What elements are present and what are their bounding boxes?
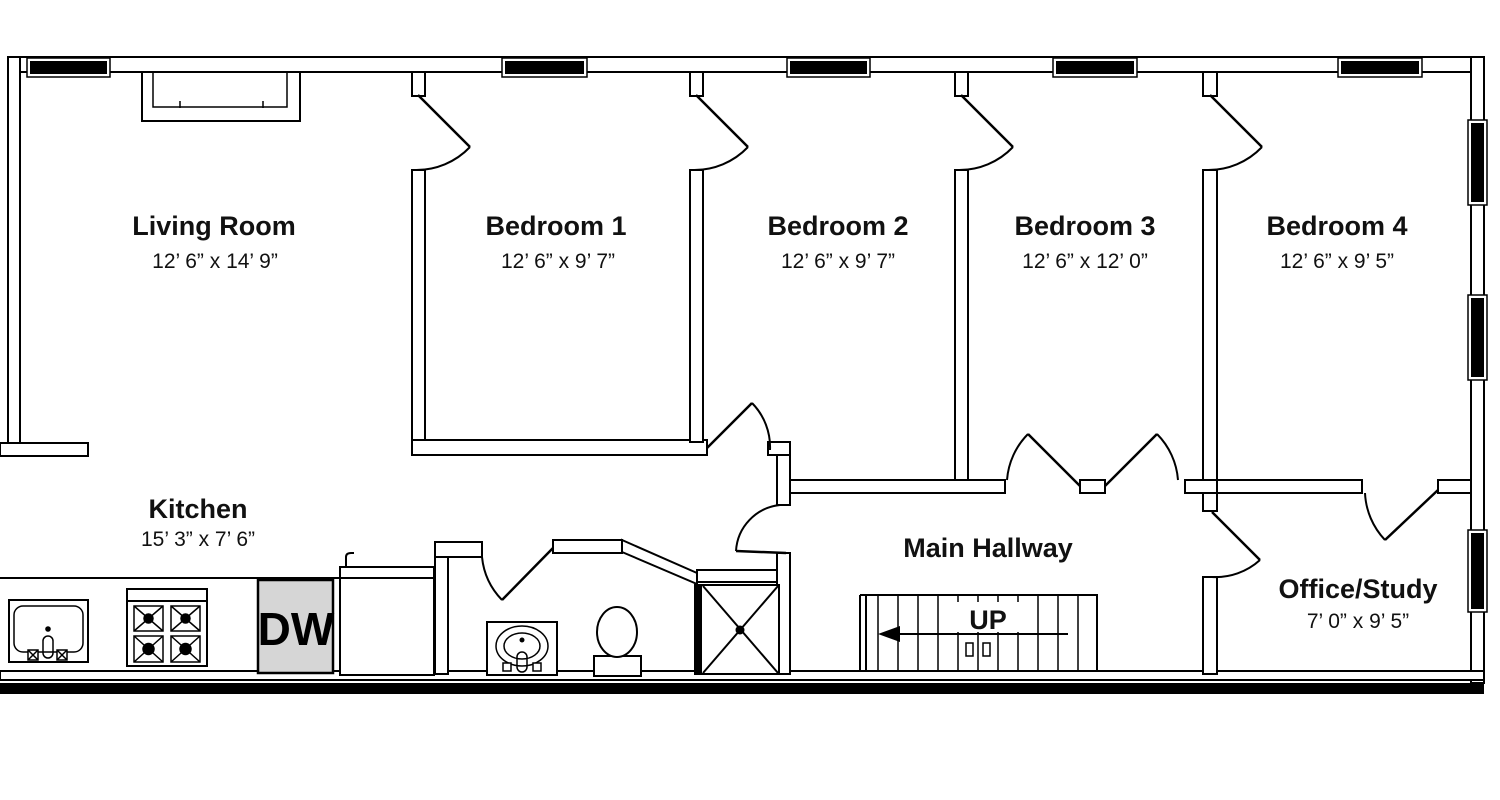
left-wall <box>7 56 21 444</box>
staircase: UP <box>859 594 1098 671</box>
stairs-direction-arrow <box>878 626 1068 642</box>
room-label-kitchen: Kitchen <box>148 494 247 524</box>
bedroom3-bedroom4-door <box>1206 94 1263 172</box>
room-dims-office-study: 7’ 0” x 9’ 5” <box>1307 610 1409 633</box>
room-dims-bedroom-2: 12’ 6” x 9’ 7” <box>781 250 895 273</box>
room-dims-bedroom-3: 12’ 6” x 12’ 0” <box>1022 250 1148 273</box>
room-label-bedroom-1: Bedroom 1 <box>485 211 626 241</box>
jamb-bedroom3 <box>954 71 969 97</box>
jamb-bedroom1 <box>411 71 426 97</box>
room-labels: Living Room 12’ 6” x 14’ 9” Bedroom 1 12… <box>132 211 1437 633</box>
bedroom4-office-door <box>1364 489 1439 541</box>
stairs-tick-marks <box>965 642 991 657</box>
room-label-bedroom-4: Bedroom 4 <box>1266 211 1407 241</box>
shower-icon <box>694 584 780 675</box>
dishwasher-icon: DW <box>256 578 335 675</box>
stove-icon <box>126 588 208 667</box>
bathroom-vanity-icon <box>486 621 558 676</box>
room-label-bedroom-3: Bedroom 3 <box>1014 211 1155 241</box>
window-icon <box>1467 119 1488 206</box>
room-label-office-study: Office/Study <box>1278 574 1437 604</box>
room-label-bedroom-2: Bedroom 2 <box>767 211 908 241</box>
bedroom1-left-wall <box>411 169 426 456</box>
hallway-entry-door <box>735 504 787 555</box>
doors <box>414 94 1439 601</box>
office-left-jamb <box>1202 492 1218 512</box>
refrigerator-icon <box>339 552 435 676</box>
room-dims-living-room: 12’ 6” x 14’ 9” <box>152 250 278 273</box>
bathroom-left-wall <box>434 541 449 675</box>
stairs-up-label: UP <box>969 605 1007 635</box>
bedroom1-bedroom2-door <box>692 94 749 172</box>
step-wall-vertical <box>776 454 791 506</box>
up-label-backdrop <box>952 602 1024 632</box>
top-wall <box>7 56 1485 73</box>
windows <box>26 57 1488 613</box>
office-top-wall-b <box>1437 479 1472 494</box>
room-dims-bedroom-1: 12’ 6” x 9’ 7” <box>501 250 615 273</box>
bedroom1-bottom-wall <box>411 439 708 456</box>
window-icon <box>786 57 871 78</box>
bedroom2-bedroom3-door <box>957 94 1014 172</box>
jamb-bedroom4 <box>1202 71 1218 97</box>
bedroom3-hallway-door <box>1006 433 1081 487</box>
bottom-wall-outer <box>0 683 1484 694</box>
office-left-wall <box>1202 576 1218 675</box>
window-icon <box>1467 294 1488 381</box>
interior-walls <box>0 71 1472 675</box>
bedroom2-3-divider <box>954 169 969 481</box>
kitchen-sink-icon <box>8 599 89 663</box>
hallway-office-junction <box>1184 479 1218 494</box>
dishwasher-label: DW <box>258 603 335 655</box>
bedroom2-hall-door <box>706 402 772 451</box>
bedroom1-door <box>414 94 471 172</box>
room-dims-kitchen: 15’ 3” x 7’ 6” <box>141 528 255 551</box>
window-icon <box>1337 57 1423 78</box>
room-label-main-hallway: Main Hallway <box>903 533 1073 563</box>
bathroom-door <box>481 547 554 601</box>
hallway-top-wall-b <box>1079 479 1106 494</box>
step-wall-top <box>767 441 791 456</box>
room-dims-bedroom-4: 12’ 6” x 9’ 5” <box>1280 250 1394 273</box>
window-icon <box>501 57 588 78</box>
bathroom-top-wall <box>552 539 623 554</box>
bathroom-diagonal-wall <box>621 538 698 586</box>
bedroom3-4-divider <box>1202 169 1218 481</box>
window-icon <box>26 57 111 78</box>
window-icon <box>1467 529 1488 613</box>
office-top-wall-a <box>1216 479 1363 494</box>
hallway-top-wall-a <box>789 479 1006 494</box>
room-label-living-room: Living Room <box>132 211 296 241</box>
bedroom1-2-divider <box>689 169 704 443</box>
fireplace <box>141 71 301 122</box>
toilet-icon <box>593 606 642 677</box>
jamb-bedroom2 <box>689 71 704 97</box>
window-icon <box>1052 57 1138 78</box>
dishwasher-box <box>256 578 335 675</box>
bedroom4-hallway-door <box>1104 433 1179 487</box>
left-wall-stub <box>0 442 89 457</box>
bathroom-top-left-wall <box>434 541 483 558</box>
office-hallway-door <box>1211 511 1261 579</box>
bathroom-right-wall <box>696 569 778 583</box>
